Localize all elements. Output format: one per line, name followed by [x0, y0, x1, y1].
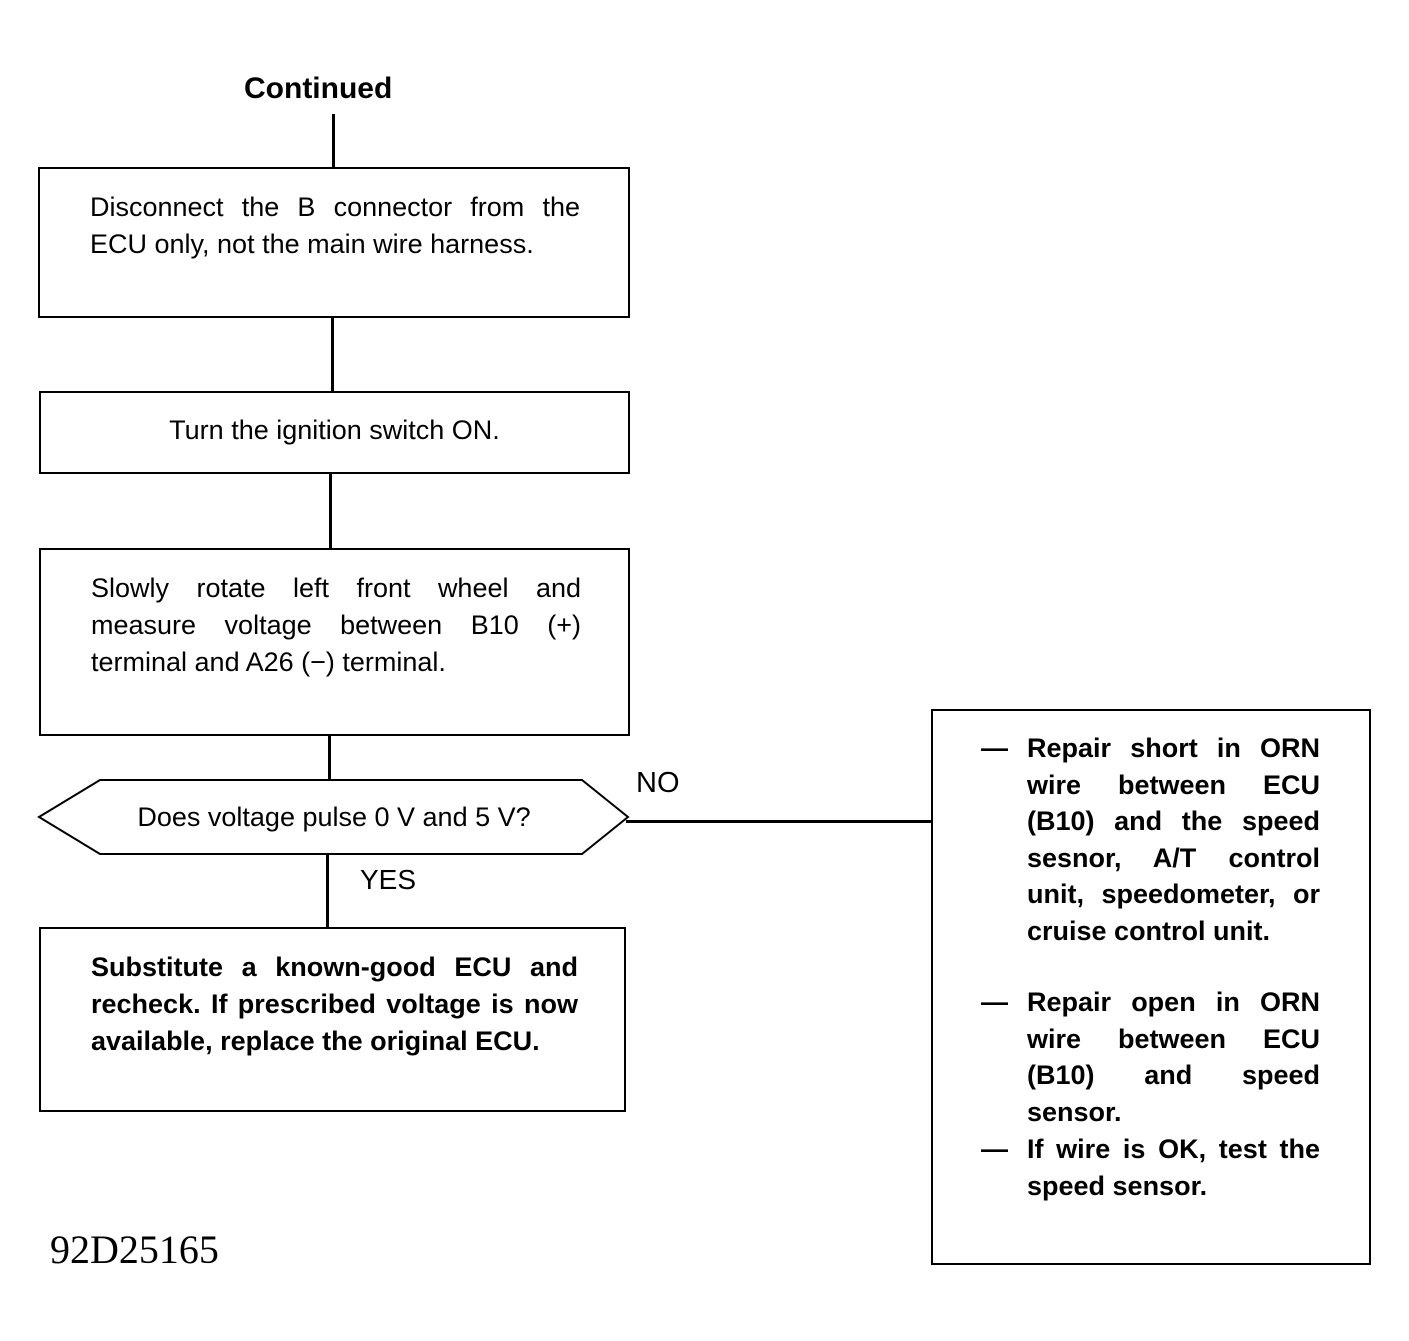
connector-step2-to-step3: [329, 472, 332, 550]
continued-label: Continued: [244, 72, 393, 105]
connector-step1-to-step2: [331, 316, 334, 393]
bullet-dash: —: [981, 987, 1008, 1017]
connector-decision-to-yes-result: [326, 853, 329, 929]
yes-result-text: Substitute a known-good ECU and recheck.…: [91, 952, 578, 1056]
no-result-item-2-text: Repair open in ORN wire between ECU (B10…: [1027, 987, 1320, 1127]
no-result-item-2: — Repair open in ORN wire between ECU (B…: [981, 984, 1320, 1130]
connector-decision-to-no-result: [626, 820, 933, 823]
no-result-item-1-text: Repair short in ORN wire between ECU (B1…: [1027, 733, 1320, 946]
step-disconnect-text: Disconnect the B connector from the ECU …: [90, 192, 580, 259]
decision-hexagon: [37, 779, 630, 855]
connector-continued-to-step1: [332, 114, 335, 168]
connector-step3-to-decision: [328, 734, 331, 780]
no-result-box: — Repair short in ORN wire between ECU (…: [931, 709, 1371, 1265]
no-result-item-3: — If wire is OK, test the speed sensor.: [981, 1131, 1320, 1204]
yes-label: YES: [360, 864, 417, 895]
yes-result-box: Substitute a known-good ECU and recheck.…: [39, 927, 626, 1112]
step-disconnect-box: Disconnect the B connector from the ECU …: [38, 167, 630, 318]
step-rotate-text: Slowly rotate left front wheel and measu…: [91, 573, 581, 677]
step-ignition-text: Turn the ignition switch ON.: [169, 415, 500, 445]
step-rotate-box: Slowly rotate left front wheel and measu…: [39, 548, 630, 736]
figure-id: 92D25165: [50, 1227, 219, 1272]
no-result-item-1: — Repair short in ORN wire between ECU (…: [981, 730, 1320, 949]
bullet-dash: —: [981, 733, 1008, 763]
decision-question: Does voltage pulse 0 V and 5 V?: [137, 802, 531, 832]
bullet-dash: —: [981, 1134, 1008, 1164]
step-ignition-box: Turn the ignition switch ON.: [39, 391, 630, 474]
no-result-item-3-text: If wire is OK, test the speed sensor.: [1027, 1134, 1320, 1201]
no-label: NO: [636, 767, 680, 799]
